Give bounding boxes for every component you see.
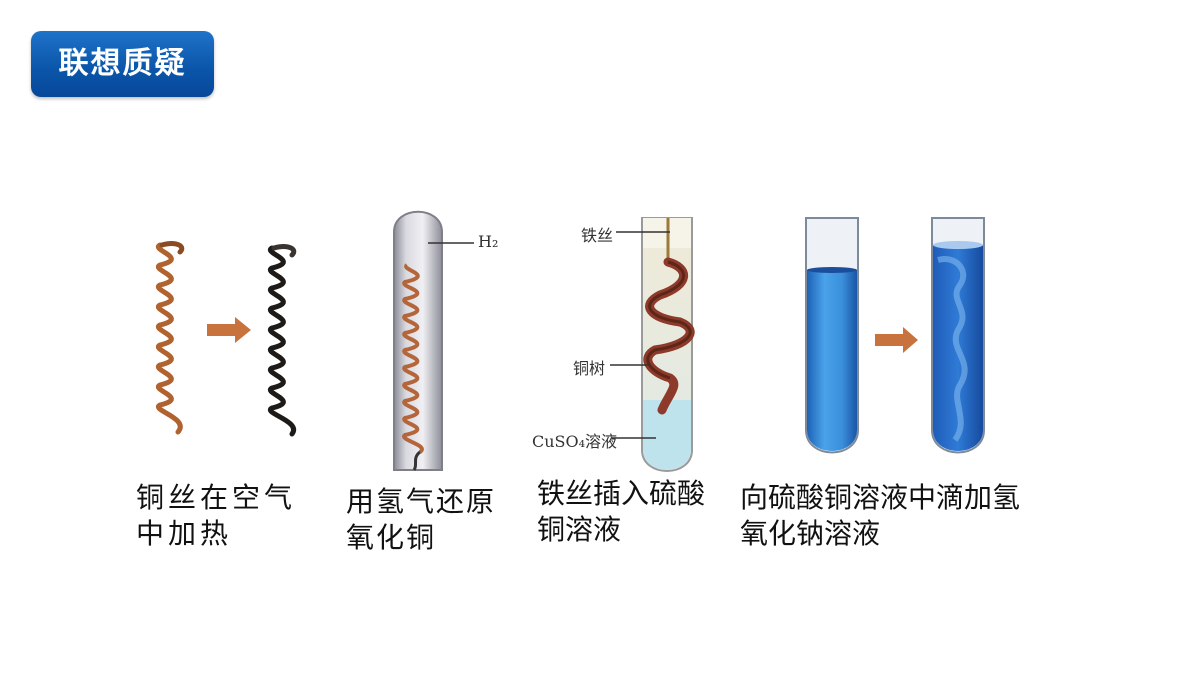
iron-in-cuso4-tube-icon: [610, 217, 695, 472]
copper-coil-icon: [155, 241, 185, 435]
caption-iron-in-cuso4: 铁丝插入硫酸 铜溶液: [537, 477, 706, 546]
section-title-badge: 联想质疑: [31, 31, 214, 97]
caption-copper-heated: 铜丝在空气 中加热: [136, 481, 297, 550]
reduction-tube-icon: [393, 210, 474, 471]
arrow-icon-2: [875, 327, 918, 353]
label-cuso4-solution: CuSO₄溶液: [532, 432, 618, 451]
label-copper-tree: 铜树: [573, 359, 606, 378]
label-iron-wire: 铁丝: [581, 226, 614, 245]
blackened-coil-icon: [267, 244, 297, 437]
arrow-icon: [207, 317, 251, 343]
cuso4-tube-icon: [805, 217, 859, 454]
caption-naoh-into-cuso4: 向硫酸铜溶液中滴加氢 氧化钠溶液: [740, 481, 1021, 550]
precipitate-tube-icon: [931, 217, 985, 454]
label-h2: H₂: [478, 232, 499, 251]
caption-hydrogen-reduction: 用氢气还原 氧化铜: [346, 485, 497, 554]
